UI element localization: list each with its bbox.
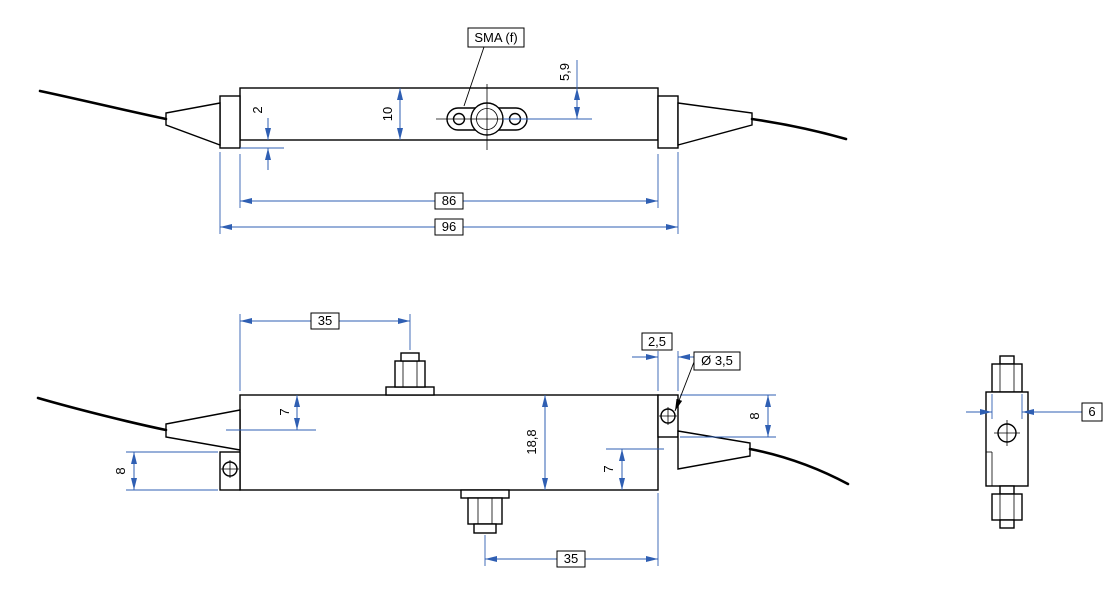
- dim-text: 96: [442, 219, 456, 234]
- front-view-left-boot: [165, 409, 241, 451]
- top-connector-tip: [999, 355, 1015, 365]
- top-view-left-endcap: [219, 95, 241, 149]
- dim-label-box: [434, 218, 464, 236]
- end-view: 6: [966, 355, 1103, 529]
- connector-tip: [473, 523, 497, 534]
- dim-end-width-6: 6: [966, 394, 1103, 422]
- dim-text: 18,8: [524, 429, 539, 454]
- right-fiber-top-view: [750, 117, 848, 141]
- dim-offset-5-9: 5,9: [503, 60, 592, 120]
- top-view-right-endcap: [657, 95, 679, 149]
- left-fiber-front-view: [36, 396, 168, 432]
- dim-label-box: [693, 351, 741, 371]
- dim-tab-offset-2-5: 2,5: [632, 332, 704, 391]
- dim-bottom-connector-35: 35: [484, 493, 659, 568]
- front-view-body: [239, 394, 659, 491]
- top-view-left-boot: [165, 102, 221, 147]
- sma-leader-line: [463, 46, 485, 107]
- bottom-sma-connector-front-view: [460, 489, 510, 534]
- dim-hole-diameter-3-5: Ø 3,5: [674, 351, 741, 412]
- dim-top-connector-35: 35: [239, 312, 411, 391]
- left-fiber-top-view: [38, 89, 168, 121]
- dim-text: 10: [380, 107, 395, 121]
- bottom-connector-tip: [999, 519, 1015, 529]
- dim-overall-length-96: 96: [219, 152, 679, 236]
- connector-nut: [467, 497, 503, 525]
- right-fiber-front-view: [748, 447, 850, 486]
- sma-label-text: SMA (f): [474, 30, 517, 45]
- dim-lip-2: 2: [240, 106, 284, 170]
- dim-text: 2,5: [648, 334, 666, 349]
- connector-flange: [460, 489, 510, 499]
- dim-text: 86: [442, 193, 456, 208]
- dim-height-18-8: 18,8: [524, 395, 548, 490]
- dim-label-box: [1081, 402, 1103, 422]
- dim-text: 8: [747, 412, 762, 419]
- dim-label-box: [434, 192, 464, 210]
- dim-axis-from-bottom-7: 7: [601, 448, 664, 490]
- top-sma-connector-front-view: [385, 352, 435, 396]
- dim-tab-right-8: 8: [680, 394, 776, 438]
- leader-line: [674, 361, 695, 412]
- dim-label-box: [310, 312, 340, 330]
- dim-text: 7: [277, 408, 292, 415]
- sma-label-callout: SMA (f): [463, 27, 525, 107]
- connector-tip: [400, 352, 420, 362]
- dim-axis-from-top-7: 7: [226, 395, 316, 431]
- bottom-connector-neck: [999, 485, 1015, 495]
- dim-text: 35: [564, 551, 578, 566]
- dim-text: 6: [1088, 404, 1095, 419]
- dim-label-box: [641, 332, 673, 351]
- sma-label-box: [467, 27, 525, 48]
- dim-text: 2: [250, 106, 265, 113]
- dim-text: 35: [318, 313, 332, 328]
- right-mounting-hole: [659, 407, 677, 425]
- front-view: 35 7 18,8 7 8 8: [36, 312, 850, 568]
- connector-nut: [394, 360, 426, 388]
- dim-inner-length-86: 86: [239, 154, 659, 210]
- dim-text: 8: [113, 467, 128, 474]
- dim-label-box: [556, 550, 586, 568]
- dim-width-10: 10: [380, 88, 403, 140]
- left-mounting-hole: [221, 460, 239, 478]
- dim-text: Ø 3,5: [701, 353, 733, 368]
- top-connector-nut: [991, 363, 1023, 393]
- dim-text: 7: [601, 465, 616, 472]
- dim-text: 5,9: [557, 63, 572, 81]
- front-view-right-boot: [677, 430, 751, 470]
- top-view: SMA (f) 2 10 5,9 86: [38, 27, 848, 236]
- bottom-connector-nut: [991, 493, 1023, 521]
- top-view-right-boot: [677, 102, 753, 146]
- dim-tab-left-8: 8: [113, 451, 218, 491]
- connector-flange: [385, 386, 435, 396]
